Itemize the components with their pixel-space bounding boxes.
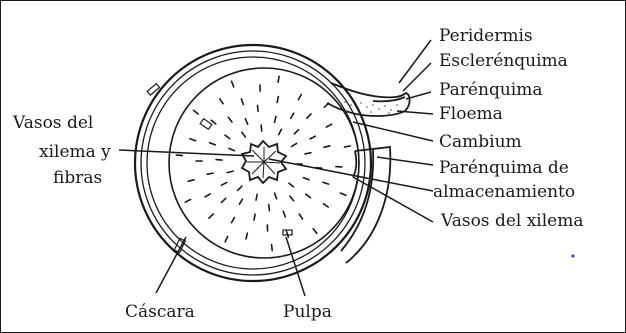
xylem-dash bbox=[298, 95, 301, 100]
xylem-dash bbox=[227, 171, 233, 173]
xylem-dash bbox=[188, 180, 194, 181]
xylem-dash bbox=[323, 182, 329, 184]
xylem-dash bbox=[275, 193, 277, 199]
xylem-dash bbox=[185, 200, 190, 203]
xylem-dash bbox=[310, 136, 315, 139]
xylem-dash bbox=[261, 125, 262, 131]
label-floema: Floema bbox=[439, 104, 503, 124]
xylem-dash bbox=[190, 139, 196, 141]
xylem-dash bbox=[277, 97, 278, 103]
xylem-dash bbox=[242, 132, 246, 137]
xylem-dash bbox=[344, 146, 350, 147]
xylem-dash bbox=[299, 214, 302, 219]
xylem-dash bbox=[216, 160, 222, 161]
xylem-dash bbox=[305, 153, 311, 154]
label-esclerenquima: Esclerénquima bbox=[439, 51, 568, 71]
xylem-dash bbox=[205, 194, 210, 197]
label-pulpa: Pulpa bbox=[283, 302, 332, 322]
xylem-dash bbox=[272, 245, 273, 251]
xylem-dash bbox=[324, 146, 330, 148]
xylem-dash bbox=[245, 119, 247, 125]
xylem-dash bbox=[225, 135, 230, 139]
xylem-dash bbox=[221, 198, 225, 202]
xylem-dash bbox=[229, 148, 235, 150]
xylem-dash bbox=[303, 178, 309, 180]
label-cascara: Cáscara bbox=[125, 302, 195, 322]
label-vasos-fibras-1: Vasos del bbox=[12, 113, 93, 133]
label-parenquima: Parénquima bbox=[439, 80, 542, 100]
xylem-dash bbox=[238, 186, 242, 190]
xylem-dash bbox=[306, 194, 311, 198]
xylem-dash bbox=[258, 105, 259, 111]
label-peridermis: Peridermis bbox=[439, 26, 533, 46]
xylem-dash bbox=[211, 120, 216, 124]
xylem-dash bbox=[269, 205, 270, 211]
label-vasos-fibras-3: fibras bbox=[53, 168, 102, 188]
xylem-dash bbox=[291, 143, 296, 146]
xylem-dash bbox=[290, 196, 294, 201]
xylem-dash bbox=[283, 211, 285, 217]
xylem-dash bbox=[291, 113, 294, 118]
xylem-dash bbox=[307, 114, 311, 118]
xylem-dash bbox=[326, 124, 331, 127]
xylem-dash bbox=[176, 155, 182, 156]
xylem-dash bbox=[279, 129, 282, 134]
xylem-dash bbox=[228, 117, 232, 122]
xylem-dash bbox=[209, 214, 213, 218]
labels: Peridermis Esclerénquima Parénquima Floe… bbox=[12, 26, 584, 322]
stray-dot bbox=[571, 254, 574, 257]
xylem-dash bbox=[225, 237, 228, 242]
label-vasos-fibras-2: xilema y bbox=[39, 142, 111, 162]
xylem-dash bbox=[232, 218, 235, 223]
xylem-dash bbox=[194, 110, 199, 114]
xylem-dash bbox=[232, 81, 234, 87]
xylem-dash bbox=[340, 193, 346, 195]
xylem-dash bbox=[323, 204, 328, 207]
xylem-dash bbox=[313, 229, 317, 234]
xylem-dash bbox=[278, 76, 279, 82]
label-parenquima-almacenamiento-2: almacenamiento bbox=[433, 182, 575, 202]
xylem-dash bbox=[256, 194, 257, 200]
label-cambium: Cambium bbox=[439, 132, 522, 152]
xylem-dash bbox=[289, 183, 294, 187]
xylem-dash bbox=[222, 182, 227, 185]
xylem-dash bbox=[275, 117, 277, 123]
xylem-dash bbox=[254, 214, 255, 220]
xylem-dash bbox=[246, 233, 247, 239]
xylem-dash bbox=[287, 231, 289, 237]
xylem-dash bbox=[207, 173, 213, 174]
xylem-dash bbox=[241, 99, 243, 105]
xylem-dash bbox=[210, 143, 216, 145]
xylem-dash bbox=[239, 199, 242, 204]
label-parenquima-almacenamiento-1: Parénquima de bbox=[439, 158, 569, 178]
xylem-dash bbox=[324, 103, 328, 107]
xylem-dash bbox=[294, 130, 298, 134]
label-vasos-del-xilema: Vasos del xilema bbox=[440, 211, 584, 231]
xylem-dash bbox=[220, 99, 223, 104]
central-xylem-core bbox=[242, 141, 286, 183]
